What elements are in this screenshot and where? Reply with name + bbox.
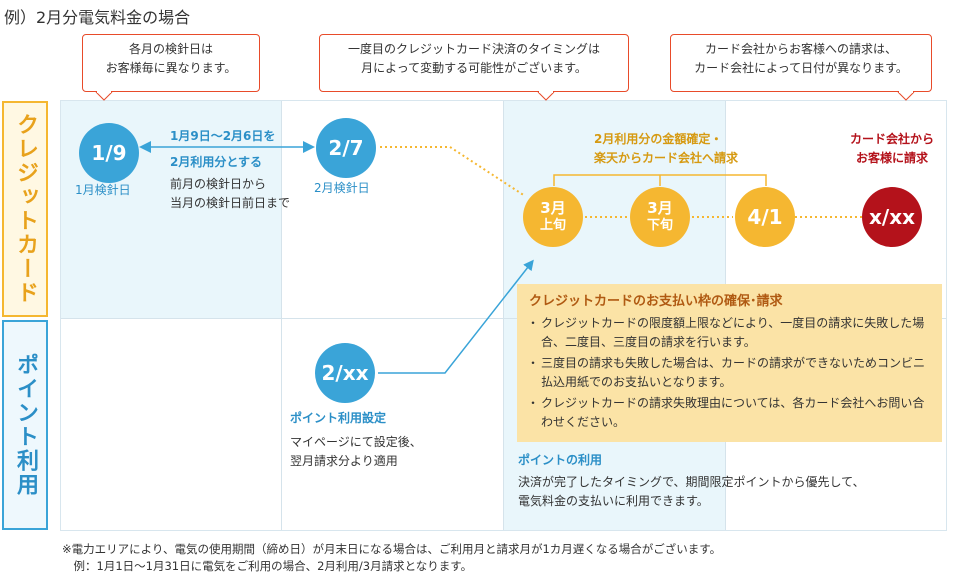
notice-list: クレジットカードの限度額上限などにより、一度目の請求に失敗した場合、二度目、三度… (527, 314, 935, 434)
point-setting-text: マイページにて設定後、 翌月請求分より適用 (290, 435, 422, 468)
notice-item: クレジットカードの請求失敗理由については、各カード会社へお問い合わせください。 (527, 394, 935, 432)
point-arrow (378, 259, 534, 374)
card-bill-label: カード会社から お客様に請求 (850, 132, 935, 165)
label-feb-meter: 2月検針日 (314, 181, 370, 195)
date-circle-1-9: 1/9 (79, 123, 139, 183)
point-use-title: ポイントの利用 (518, 453, 603, 467)
date-circle-2-xx: 2/xx (315, 343, 375, 403)
label-jan-meter: 1月検針日 (75, 183, 131, 197)
usage-period-note: 前月の検針日から 当月の検針日前日まで (170, 177, 291, 210)
payment-notice-box: クレジットカードのお支払い枠の確保･請求 クレジットカードの限度額上限などにより… (517, 284, 942, 442)
point-setting-title: ポイント利用設定 (290, 411, 387, 425)
grid-divider (281, 101, 282, 530)
date-circle-march-early: 3月 上旬 (523, 187, 583, 247)
row-divider (61, 318, 946, 319)
callout-pointer (897, 91, 915, 101)
date-circle-march-late: 3月 下旬 (630, 187, 690, 247)
row-label-point: ポイント利用 (2, 320, 48, 530)
date-circle-card-bill: x/xx (862, 187, 922, 247)
callout-card-billing: カード会社からお客様への請求は、 カード会社によって日付が異なります。 (670, 34, 932, 92)
grid-divider (503, 101, 504, 530)
notice-item: クレジットカードの限度額上限などにより、一度目の請求に失敗した場合、二度目、三度… (527, 314, 935, 352)
callout-payment-timing: 一度目のクレジットカード決済のタイミングは 月によって変動する可能性がございます… (319, 34, 629, 92)
footnote: ※電力エリアにより、電気の使用期間（締め日）が月末日になる場合は、ご利用月と請求… (62, 542, 722, 573)
date-circle-4-1: 4/1 (735, 187, 795, 247)
row-label-credit: クレジットカード (2, 101, 48, 317)
callout-pointer (95, 91, 113, 101)
date-circle-2-7: 2/7 (316, 118, 376, 178)
bracket-label: 2月利用分の金額確定・ 楽天からカード会社へ請求 (594, 132, 739, 165)
dotted-connector (380, 146, 526, 197)
usage-period-text: 1月9日〜2月6日を 2月利用分とする (170, 129, 276, 169)
callout-pointer (537, 91, 555, 101)
page-title: 例）2月分電気料金の場合 (4, 8, 191, 27)
callout-meter-reading: 各月の検針日は お客様毎に異なります。 (82, 34, 260, 92)
notice-item: 三度目の請求も失敗した場合は、カードの請求ができないためコンビニ払込用紙でのお支… (527, 354, 935, 392)
point-use-text: 決済が完了したタイミングで、期間限定ポイントから優先して、 電気料金の支払いに利… (518, 475, 865, 508)
timeline-grid (60, 100, 947, 531)
notice-heading: クレジットカードのお支払い枠の確保･請求 (529, 294, 783, 309)
